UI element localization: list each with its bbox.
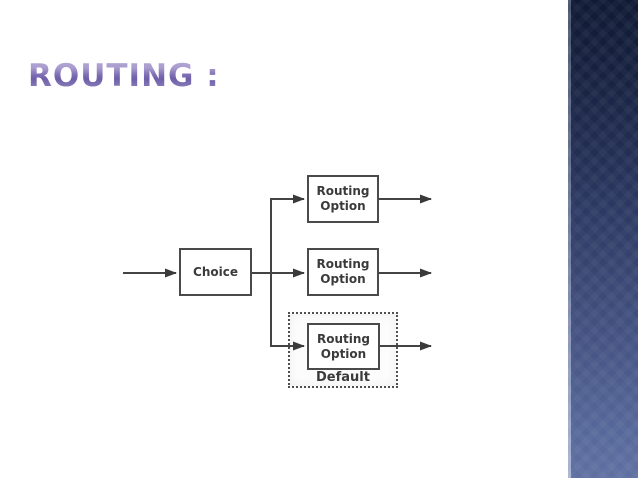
node-routing-option-top: Routing Option	[307, 175, 379, 223]
default-group-label: Default	[316, 370, 370, 385]
node-routing-option-middle-label: Routing Option	[316, 257, 370, 286]
sidebar-edge-highlight	[568, 0, 571, 478]
node-routing-option-middle: Routing Option	[307, 248, 379, 296]
slide-theme-sidebar	[568, 0, 638, 478]
node-routing-option-default: Routing Option	[307, 323, 380, 370]
node-choice: Choice	[179, 248, 252, 296]
slide-title: ROUTING :	[28, 58, 220, 94]
node-routing-option-default-label: Routing Option	[316, 331, 370, 361]
node-choice-label: Choice	[193, 264, 238, 279]
node-routing-option-top-label: Routing Option	[316, 184, 370, 213]
